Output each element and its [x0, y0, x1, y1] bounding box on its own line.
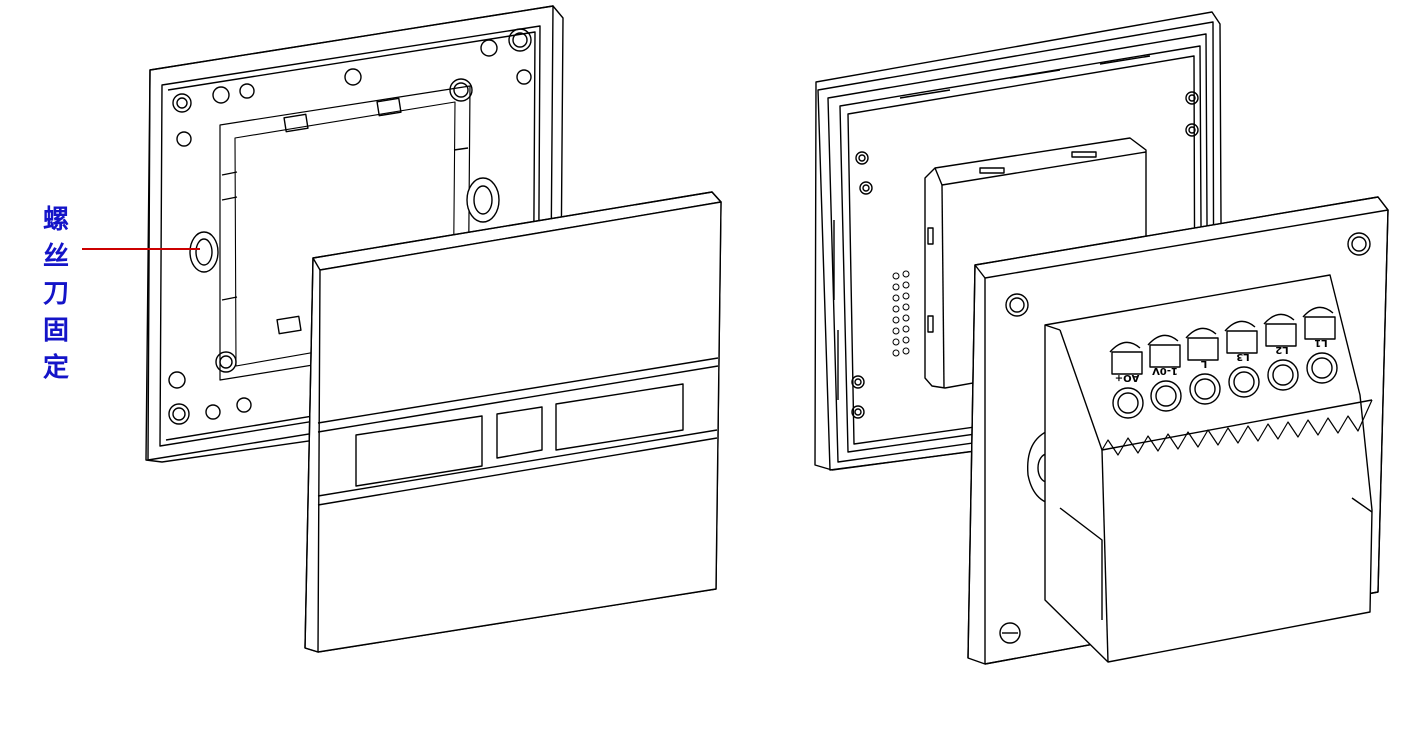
terminal-label-l2: L2	[1275, 344, 1288, 355]
annotation-char: 刀	[42, 279, 69, 309]
terminal-screw	[1302, 306, 1338, 384]
annotation-char: 固	[42, 316, 69, 346]
speaker-grille	[892, 270, 910, 357]
annotation-char: 丝	[42, 242, 69, 272]
terminal-label-l3: L3	[1236, 351, 1249, 362]
terminal-label-l1: L1	[1314, 337, 1327, 348]
annotation-char: 定	[42, 353, 69, 383]
terminal-screw	[1147, 334, 1182, 412]
screwdriver-fixing-annotation: 螺 丝 刀 固 定	[38, 202, 74, 387]
terminal-block: AO+ 1-0V L L3 L2 L1	[1109, 306, 1338, 419]
terminal-screw	[1263, 313, 1299, 391]
terminal-screw	[1109, 341, 1144, 419]
annotation-char: 螺	[42, 205, 69, 235]
terminal-screw	[1224, 320, 1260, 398]
terminal-teeth	[1101, 399, 1373, 456]
terminal-screw	[1185, 327, 1221, 405]
terminal-label-ao: AO+	[1115, 372, 1140, 383]
terminal-label-l: L	[1200, 358, 1207, 369]
terminal-back-plate	[967, 196, 1389, 665]
terminal-label-0v: 1-0V	[1152, 365, 1178, 376]
left-front-panel	[304, 191, 722, 653]
